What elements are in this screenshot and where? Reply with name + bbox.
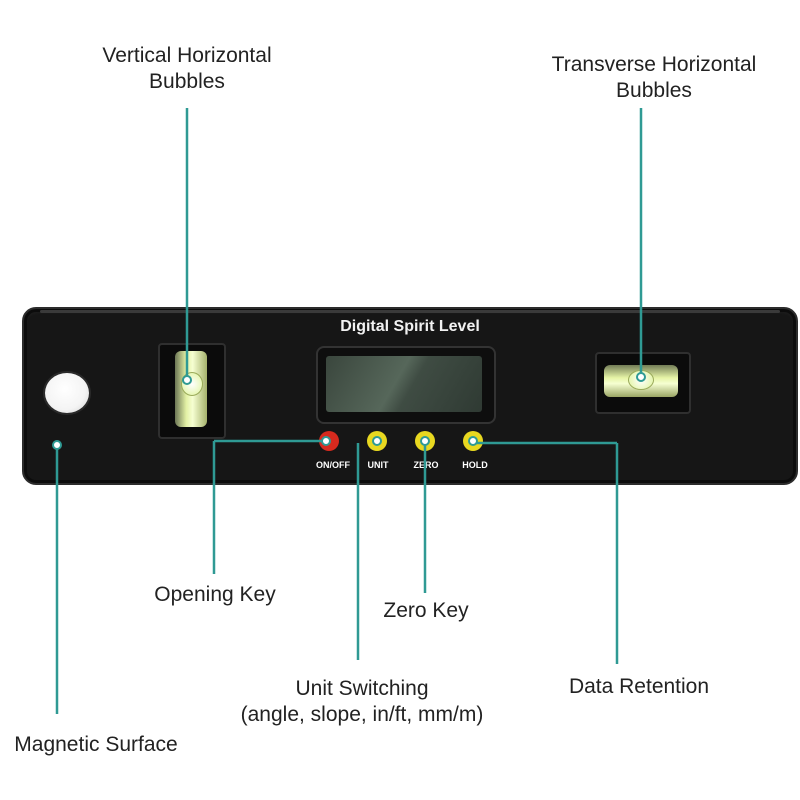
label-unit-switching: Unit Switching (angle, slope, in/ft, mm/…	[206, 676, 518, 728]
label-magnetic-surface: Magnetic Surface	[14, 733, 178, 756]
on-off-key-label: ON/OFF	[316, 460, 350, 470]
callout-dot-transverse-bubbles	[636, 372, 646, 382]
label-data-retention: Data Retention	[568, 675, 710, 698]
device-title: Digital Spirit Level	[340, 318, 480, 335]
hold-key-label: HOLD	[462, 460, 488, 470]
callout-dot-zero	[420, 436, 430, 446]
callout-dot-on-off	[321, 436, 331, 446]
label-vertical-bubbles: Vertical Horizontal Bubbles	[86, 43, 288, 95]
unit-key-label: UNIT	[367, 460, 389, 470]
label-transverse-bubbles-line1: Transverse Horizontal	[551, 53, 757, 76]
label-unit-switching-line2: (angle, slope, in/ft, mm/m)	[240, 703, 484, 726]
label-zero-key: Zero Key	[383, 599, 469, 622]
label-vertical-bubbles-line1: Vertical Horizontal	[102, 44, 272, 67]
device-top-bevel	[40, 310, 780, 313]
label-unit-switching-line1: Unit Switching	[295, 677, 429, 700]
label-vertical-bubbles-line2: Bubbles	[149, 70, 225, 93]
callout-dot-magnetic-surface	[52, 440, 62, 450]
label-transverse-bubbles-line2: Bubbles	[616, 79, 692, 102]
label-transverse-bubbles: Transverse Horizontal Bubbles	[528, 52, 780, 104]
callout-dot-hold	[468, 436, 478, 446]
label-opening-key: Opening Key	[154, 583, 276, 606]
lcd-display	[326, 356, 482, 412]
callout-dot-unit	[372, 436, 382, 446]
magnet-hole	[43, 371, 91, 415]
callout-dot-vertical-bubbles	[182, 375, 192, 385]
